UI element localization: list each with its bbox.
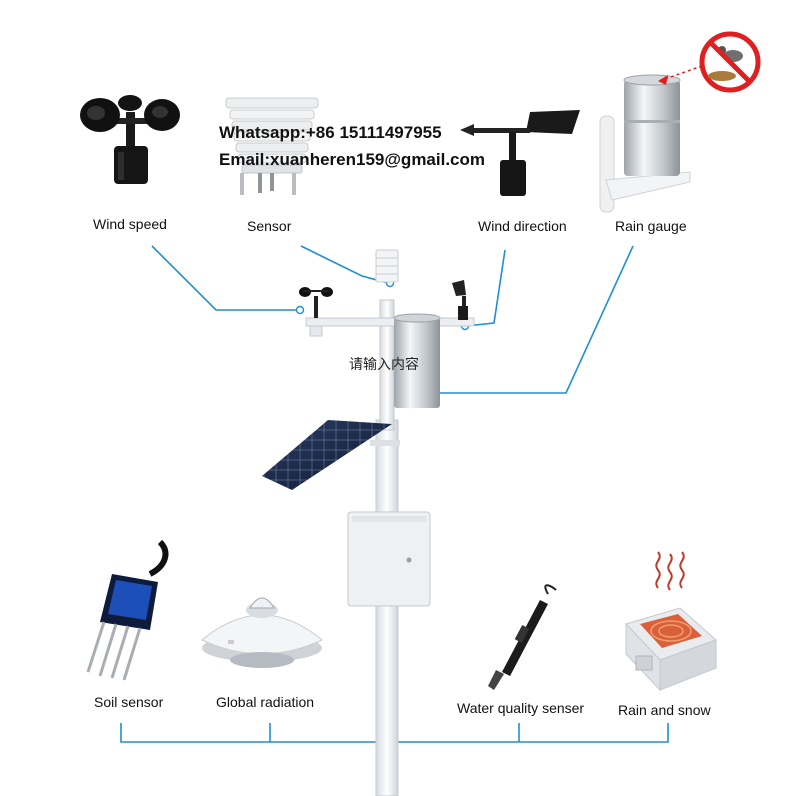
label-global-radiation: Global radiation — [216, 694, 315, 710]
whatsapp-contact: Whatsapp:+86 15111497955 — [219, 123, 442, 142]
soil-probe-icon — [86, 539, 169, 681]
label-wind-direction: Wind direction — [478, 218, 567, 234]
email-contact: Email:xuanheren159@gmail.com — [219, 150, 486, 169]
label-soil-sensor: Soil sensor — [94, 694, 164, 710]
label-rain-and-snow: Rain and snow — [618, 702, 711, 718]
radiation-shield-icon — [225, 97, 319, 195]
pyranometer-icon — [201, 597, 323, 668]
no-bird-icon — [699, 31, 761, 93]
label-water-quality: Water quality senser — [457, 700, 585, 716]
rain-gauge-icon — [599, 74, 691, 213]
anemometer-icon — [80, 95, 180, 184]
label-sensor: Sensor — [247, 218, 292, 234]
weather-station-icon — [262, 249, 475, 796]
no-bird-arrow — [661, 65, 703, 81]
label-rain-gauge: Rain gauge — [615, 218, 687, 234]
label-wind-speed: Wind speed — [93, 216, 167, 232]
water-probe-icon — [488, 584, 557, 690]
center-placeholder-text: 请输入内容 — [349, 357, 419, 373]
wind-vane-icon — [460, 110, 580, 196]
rain-snow-sensor-icon — [625, 551, 717, 692]
